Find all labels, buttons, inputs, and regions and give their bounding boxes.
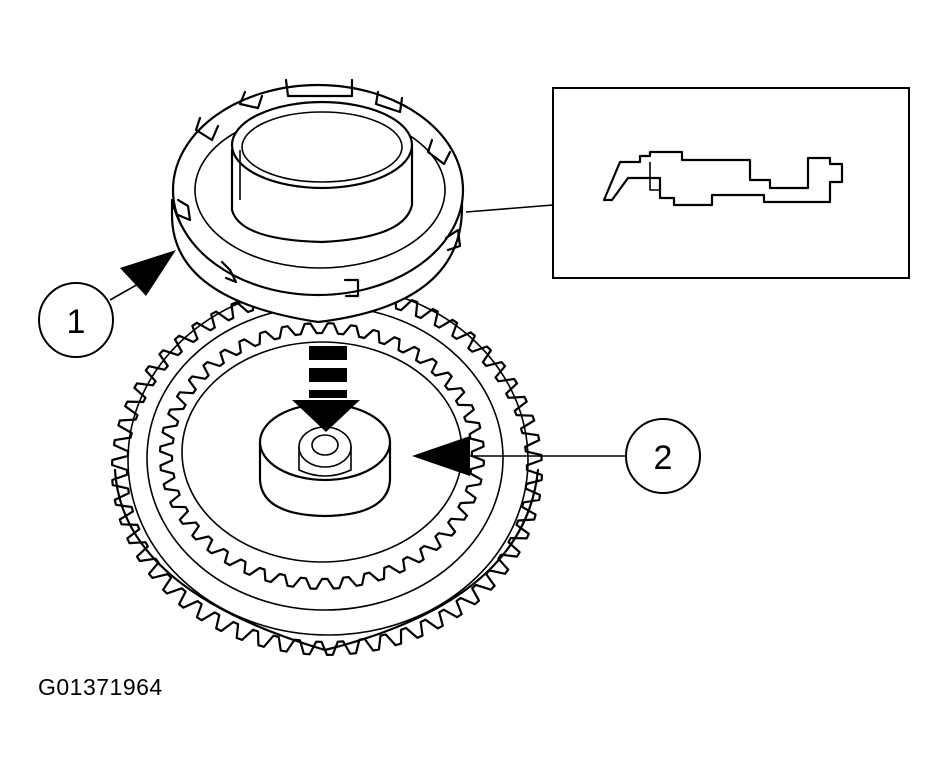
callout-1-label: 1 [67,303,86,341]
callout-2-arrow [412,436,470,476]
install-direction-arrow [292,346,360,432]
center-hub [258,402,392,518]
callout-2-label: 2 [654,439,673,477]
outer-gear-teeth [111,284,543,656]
callout-1-arrow [120,250,176,296]
ring-profile-section [602,150,844,207]
figure-id: G01371964 [38,674,163,700]
callout-1: 1 [38,250,176,358]
inset-leader-line [465,204,554,213]
inner-gear-teeth [159,322,485,590]
upper-ring-assembly [170,78,465,324]
gear-rim-wall [113,468,540,652]
cross-section-inset [552,87,910,279]
callout-2: 2 [412,418,701,494]
